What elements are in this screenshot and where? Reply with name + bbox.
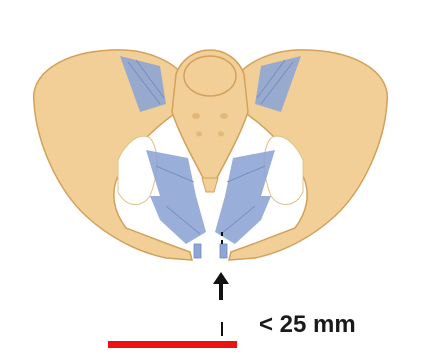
left-sacrospinous-ligament [146, 150, 196, 196]
coccyx [202, 178, 218, 192]
left-sacrotuberous-ligament [150, 196, 206, 244]
arrow-icon [213, 272, 229, 300]
scale-bar [108, 341, 237, 348]
measurement-label: < 25 mm [259, 313, 356, 337]
right-pubic-cartilage [220, 244, 227, 258]
right-sacrotuberous-ligament [215, 196, 271, 244]
right-sacrospinous-ligament [225, 150, 275, 196]
lumbar-vertebra [184, 56, 236, 96]
left-pubic-cartilage [194, 244, 201, 258]
